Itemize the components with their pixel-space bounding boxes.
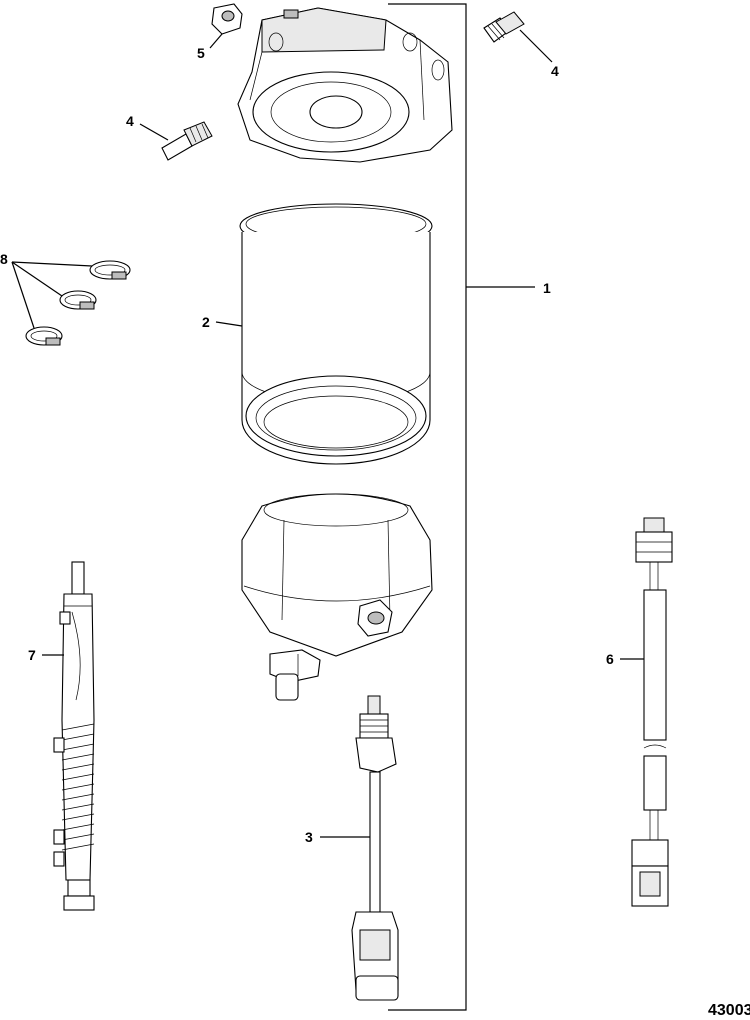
callout-3: 3 (305, 829, 370, 845)
callout-label-6: 6 (606, 651, 614, 667)
assembly-bracket-line (388, 3, 535, 1011)
plug-icon (211, 3, 243, 35)
filter-head-icon (237, 7, 453, 163)
figure-number: 43003 (708, 1002, 750, 1019)
fitting-icon-left (161, 121, 213, 161)
water-sensor-harness-icon (351, 695, 399, 1001)
clamp-icon-3 (25, 326, 63, 346)
callout-label-3: 3 (305, 829, 313, 845)
filter-element-icon (239, 203, 433, 465)
callout-label-7: 7 (28, 647, 36, 663)
harness-icon (631, 517, 673, 907)
callout-4-right: 4 (519, 29, 559, 79)
callout-6: 6 (606, 651, 644, 667)
callout-label-1: 1 (543, 280, 551, 296)
clamp-icon-2 (59, 290, 97, 310)
clamp-icon-1 (89, 260, 131, 280)
callout-label-5: 5 (197, 45, 205, 61)
callout-label-4-left: 4 (126, 113, 134, 129)
callout-7: 7 (28, 647, 64, 663)
callout-8: 8 (0, 251, 93, 329)
callout-label-2: 2 (202, 314, 210, 330)
hose-icon (53, 561, 95, 911)
callout-4-left: 4 (126, 113, 169, 141)
hose-ribs (61, 723, 95, 851)
callout-5: 5 (197, 33, 223, 61)
callout-label-4-right: 4 (551, 63, 559, 79)
filter-bowl-icon (241, 493, 433, 701)
callout-label-8: 8 (0, 251, 8, 267)
fitting-icon-right (483, 11, 525, 43)
callout-2: 2 (202, 314, 243, 330)
